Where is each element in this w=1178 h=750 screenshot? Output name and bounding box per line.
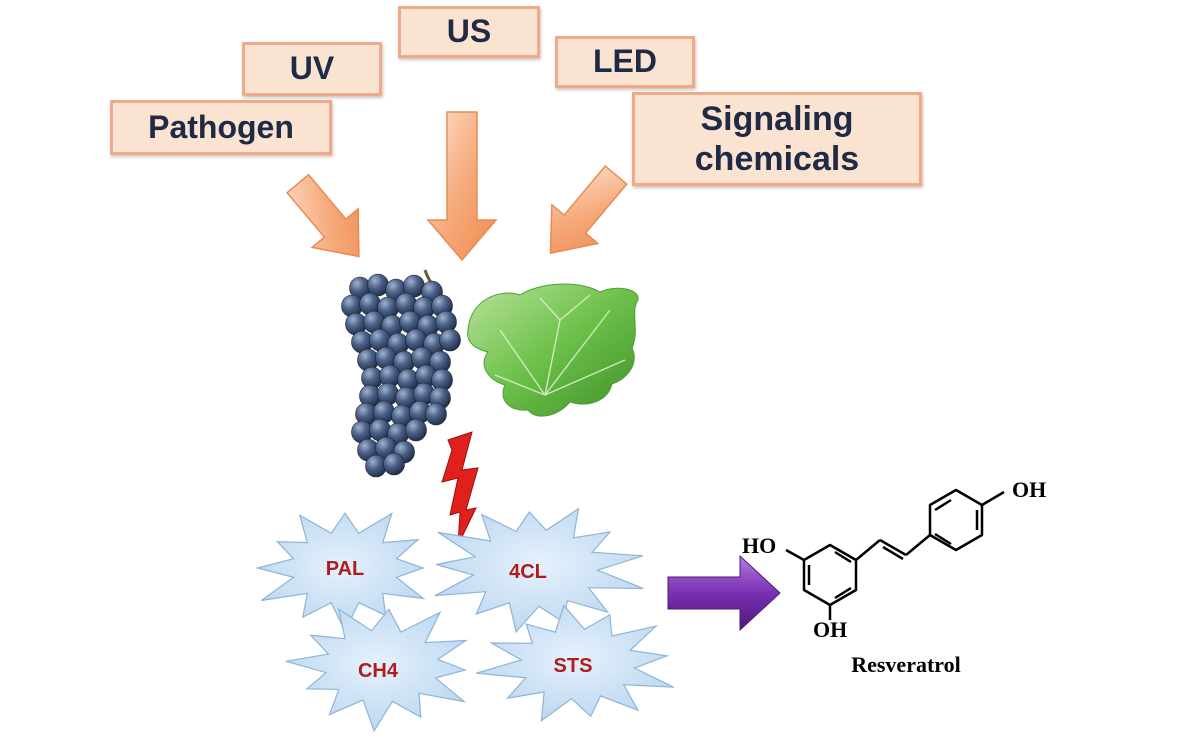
grape-berry bbox=[345, 312, 367, 336]
grape-berry bbox=[369, 328, 391, 352]
grape-berry bbox=[369, 418, 391, 442]
stimulus-arrow-left bbox=[286, 173, 360, 258]
grape-berry bbox=[439, 328, 461, 352]
grape-berry bbox=[435, 310, 457, 334]
grape-berry bbox=[357, 438, 379, 462]
us-box: US bbox=[398, 6, 540, 58]
led-label: LED bbox=[593, 43, 657, 80]
grape-berry bbox=[393, 440, 415, 464]
grape-berry bbox=[399, 310, 421, 334]
grape-berry bbox=[375, 436, 397, 460]
grape-berry bbox=[413, 382, 435, 406]
pathogen-box: Pathogen bbox=[110, 100, 332, 155]
grape-berry bbox=[357, 348, 379, 372]
signaling-label: Signaling bbox=[700, 99, 854, 138]
grape-berry bbox=[395, 292, 417, 316]
grape-berry bbox=[387, 422, 409, 446]
grape-berry bbox=[351, 420, 373, 444]
grape-berry bbox=[361, 366, 383, 390]
grape-berry bbox=[391, 404, 413, 428]
pathogen-label: Pathogen bbox=[148, 108, 294, 145]
grape-cluster-image bbox=[341, 269, 461, 478]
enzyme-ch4-label: CH4 bbox=[358, 660, 399, 682]
grape-berry bbox=[403, 274, 425, 298]
grape-berry bbox=[415, 364, 437, 388]
grape-berry bbox=[359, 384, 381, 408]
grape-berry bbox=[373, 400, 395, 424]
grape-leaf-image bbox=[467, 283, 639, 417]
grape-berry bbox=[395, 386, 417, 410]
grape-berry bbox=[355, 402, 377, 426]
grape-berry bbox=[423, 332, 445, 356]
led-box: LED bbox=[555, 36, 695, 88]
ho-left-label: HO bbox=[742, 533, 776, 558]
grape-berry bbox=[383, 452, 405, 476]
grape-berry bbox=[429, 386, 451, 410]
stimulus-arrow-right bbox=[549, 165, 628, 255]
grape-berry bbox=[375, 346, 397, 370]
grape-berry bbox=[425, 402, 447, 426]
resveratrol-structure bbox=[785, 488, 1005, 620]
grape-berry bbox=[381, 314, 403, 338]
resveratrol-name: Resveratrol bbox=[851, 652, 961, 677]
grape-berry bbox=[413, 296, 435, 320]
grape-berry bbox=[379, 364, 401, 388]
grape-berry bbox=[363, 310, 385, 334]
sts-burst bbox=[476, 604, 674, 722]
grape-berry bbox=[387, 332, 409, 356]
signaling-chemicals-box: Signaling chemicals bbox=[632, 92, 922, 186]
enzyme-pal-label: PAL bbox=[326, 558, 365, 580]
stimulus-arrow-center bbox=[426, 111, 498, 262]
enzyme-4cl-label: 4CL bbox=[509, 561, 547, 583]
product-arrow-icon bbox=[667, 554, 781, 632]
grape-berry bbox=[411, 346, 433, 370]
chemicals-label: chemicals bbox=[694, 140, 860, 178]
grape-berry bbox=[397, 368, 419, 392]
grape-berry bbox=[405, 418, 427, 442]
grape-berry bbox=[429, 350, 451, 374]
grape-berry bbox=[421, 280, 443, 304]
lightning-bolt-icon bbox=[441, 431, 479, 546]
ch4-burst bbox=[285, 607, 469, 733]
4cl-burst bbox=[434, 507, 644, 634]
grape-berry bbox=[417, 314, 439, 338]
grape-berry bbox=[431, 368, 453, 392]
grape-berry bbox=[377, 296, 399, 320]
grape-berry bbox=[385, 278, 407, 302]
us-label: US bbox=[446, 13, 492, 50]
grape-berry bbox=[367, 273, 389, 297]
grape-berry bbox=[431, 294, 453, 318]
grape-berry bbox=[377, 382, 399, 406]
grape-berry bbox=[351, 330, 373, 354]
grape-berry bbox=[349, 276, 371, 300]
uv-box: UV bbox=[242, 42, 382, 96]
grape-berry bbox=[365, 454, 387, 478]
grape-berry bbox=[341, 294, 363, 318]
pal-burst bbox=[255, 512, 426, 633]
oh-top-label: OH bbox=[1012, 477, 1046, 502]
oh-bottom-label: OH bbox=[813, 617, 847, 642]
grape-berry bbox=[393, 350, 415, 374]
grape-berry bbox=[359, 292, 381, 316]
grape-berry bbox=[409, 400, 431, 424]
enzyme-sts-label: STS bbox=[554, 655, 593, 677]
grape-berry bbox=[405, 328, 427, 352]
uv-label: UV bbox=[289, 50, 335, 87]
